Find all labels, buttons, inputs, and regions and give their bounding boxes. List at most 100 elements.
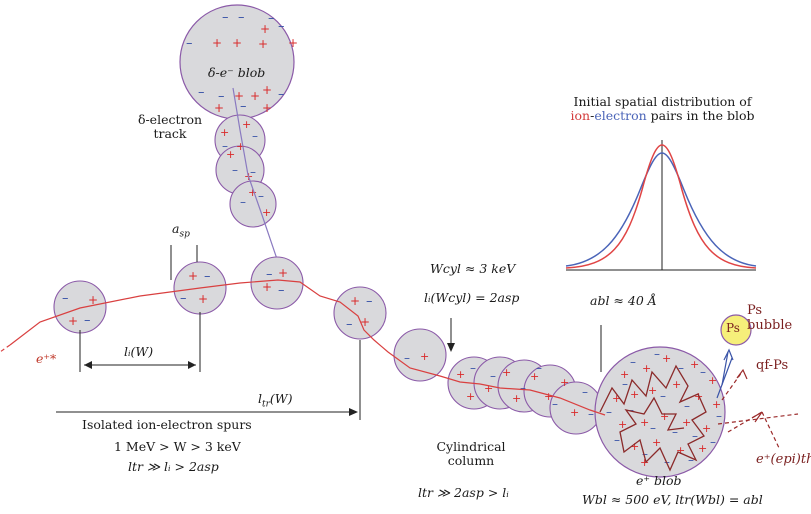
svg-text:–: – [222,10,229,25]
svg-text:+: + [258,37,268,51]
svg-text:+: + [512,392,521,405]
e-epi-label: e⁺(epi)th [756,452,811,467]
svg-text:–: – [198,85,205,100]
svg-text:–: – [628,403,634,417]
svg-text:+: + [214,101,224,115]
delta-track-spurs [214,114,277,228]
svg-text:+: + [260,22,270,36]
svg-text:+: + [570,406,579,419]
svg-text:+: + [420,350,429,363]
svg-text:+: + [456,368,465,381]
delta-electron-blob: +++ ++ +++ ++ ––– ––– ––– [179,4,298,120]
svg-text:+: + [640,456,649,469]
li-w-label: lᵢ(W) [124,344,154,359]
ps-bubble-label: Ps bubble [747,303,793,333]
svg-text:+: + [612,392,621,405]
svg-text:+: + [662,352,671,365]
svg-text:+: + [484,382,493,395]
svg-text:+: + [630,388,639,401]
a-sp-label: asp [172,221,190,240]
svg-text:+: + [262,280,272,294]
svg-text:+: + [544,390,553,403]
svg-text:–: – [346,317,353,332]
distribution-plot [565,140,757,271]
svg-text:+: + [288,36,298,50]
svg-text:–: – [672,425,678,439]
li-wcyl-label: lᵢ(Wcyl) = 2asp [424,290,520,305]
svg-text:+: + [648,384,657,397]
svg-text:+: + [188,269,198,283]
e-plus-star-label: e⁺* [36,351,57,366]
svg-text:–: – [606,405,612,419]
svg-text:–: – [520,381,526,395]
svg-text:+: + [466,390,475,403]
svg-text:–: – [700,365,706,379]
svg-text:–: – [404,351,410,365]
svg-text:–: – [660,389,666,403]
positron-blob: +++ +++ +++ +++ +++ +++ +++ ––– ––– ––– … [594,346,726,478]
svg-text:–: – [240,99,247,114]
svg-text:+: + [242,118,251,131]
ltr-w-label: ltr(W) [258,391,293,410]
svg-text:+: + [278,266,288,280]
svg-text:+: + [198,292,208,306]
svg-text:+: + [262,101,272,115]
svg-text:–: – [622,377,628,391]
svg-text:–: – [204,269,211,284]
svg-text:+: + [712,398,721,411]
svg-text:–: – [218,89,225,104]
svg-text:+: + [68,314,78,328]
distribution-title: Initial spatial distribution of ion-elec… [570,94,755,124]
svg-text:+: + [226,148,235,161]
svg-text:–: – [222,139,228,153]
svg-text:+: + [350,294,360,308]
svg-text:+: + [212,36,222,50]
svg-text:+: + [672,378,681,391]
wcyl-label: Wcyl ≈ 3 keV [430,261,516,276]
svg-text:–: – [366,294,373,309]
svg-text:–: – [232,163,238,177]
svg-text:+: + [88,293,98,307]
svg-text:–: – [252,129,258,143]
svg-text:+: + [560,376,569,389]
svg-text:+: + [530,370,539,383]
svg-text:+: + [682,416,691,429]
svg-text:+: + [640,416,649,429]
cyl-relation-label: ltr ≫ 2asp > lᵢ [418,485,509,500]
svg-text:+: + [236,140,245,153]
svg-text:+: + [250,89,260,103]
positron-track [9,279,606,416]
svg-text:+: + [248,186,257,199]
svg-text:–: – [552,397,558,411]
qf-ps-label: qf-Ps [756,358,789,373]
svg-text:–: – [278,87,285,102]
svg-text:+: + [262,206,271,219]
svg-text:–: – [684,399,690,413]
svg-text:–: – [186,36,193,51]
svg-text:–: – [688,453,694,467]
svg-text:+: + [660,410,669,423]
svg-text:–: – [654,347,660,361]
cylindrical-column-label: Cylindrical column [436,439,506,469]
e-blob-label: e⁺ blob [636,473,682,488]
svg-text:–: – [582,385,588,399]
svg-text:–: – [180,291,187,306]
svg-text:+: + [262,83,272,97]
svg-text:–: – [710,435,716,449]
svg-text:–: – [650,421,656,435]
svg-text:–: – [240,195,246,209]
svg-text:+: + [698,442,707,455]
ltr-relation-label: ltr ≫ lᵢ > 2asp [128,459,219,474]
svg-text:+: + [702,422,711,435]
energy-range-label: 1 MeV > W > 3 keV [114,439,241,454]
svg-text:–: – [62,291,69,306]
svg-text:–: – [630,355,636,369]
svg-text:–: – [614,433,620,447]
svg-text:+: + [708,374,717,387]
svg-text:+: + [630,440,639,453]
svg-text:+: + [652,436,661,449]
svg-text:–: – [250,165,256,179]
isolated-spurs [53,256,387,340]
svg-text:–: – [278,283,285,298]
